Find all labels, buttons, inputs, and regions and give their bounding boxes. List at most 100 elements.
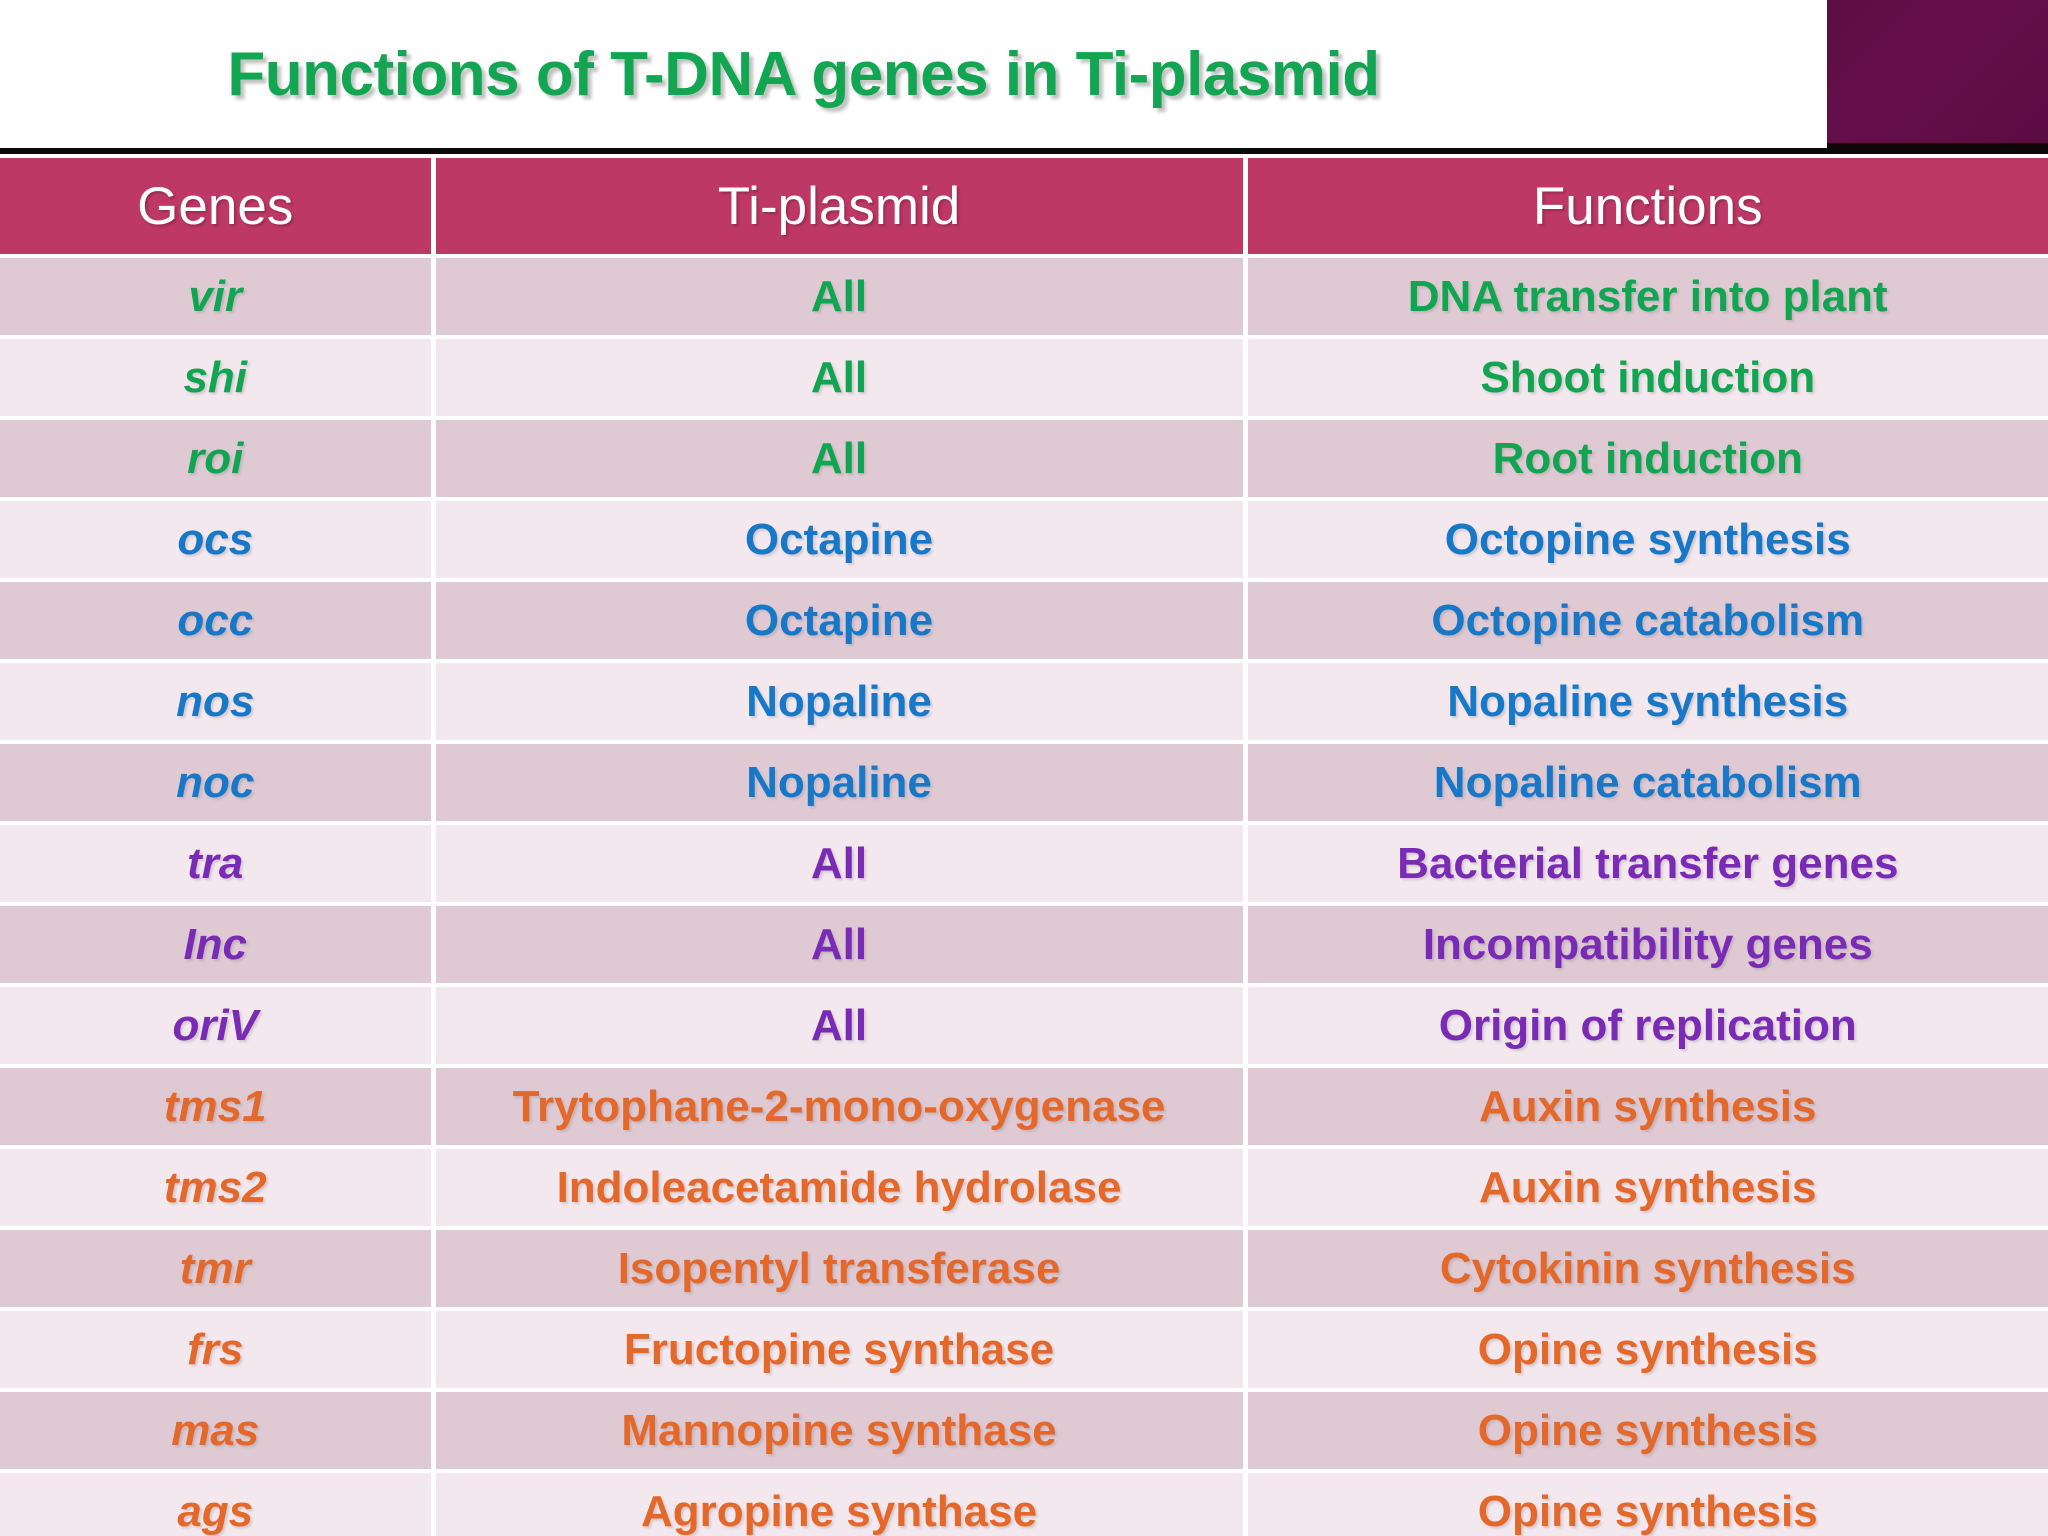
cell-plasmid: All [430, 254, 1248, 339]
table-header: Genes Ti-plasmid Functions [0, 154, 2048, 258]
cell-gene: oriV [0, 983, 436, 1068]
column-header-functions: Functions [1242, 154, 2048, 258]
cell-function-text: Shoot induction [1480, 352, 1816, 402]
cell-gene-text: roi [187, 433, 244, 483]
cell-plasmid: Agropine synthase [430, 1469, 1248, 1536]
cell-function: Octopine synthesis [1242, 497, 2048, 582]
cell-function-text: DNA transfer into plant [1407, 271, 1888, 321]
cell-plasmid-text: Octapine [744, 514, 934, 564]
cell-function: Auxin synthesis [1242, 1064, 2048, 1149]
cell-plasmid: Nopaline [430, 659, 1248, 744]
cell-gene-text: noc [176, 757, 255, 807]
cell-function: Octopine catabolism [1242, 578, 2048, 663]
cell-gene-text: tms2 [163, 1162, 267, 1212]
cell-function: Auxin synthesis [1242, 1145, 2048, 1230]
cell-gene-text: mas [171, 1405, 260, 1455]
cell-gene: noc [0, 740, 436, 825]
cell-function-text: Nopaline synthesis [1447, 676, 1849, 726]
cell-plasmid-text: All [810, 838, 868, 888]
page-title: Functions of T-DNA genes in Ti-plasmid [227, 39, 1380, 109]
cell-function: Bacterial transfer genes [1242, 821, 2048, 906]
cell-function-text: Nopaline catabolism [1433, 757, 1862, 807]
table-row: tra All Bacterial transfer genes [0, 821, 2048, 906]
cell-gene: ags [0, 1469, 436, 1536]
table-row: noc Nopaline Nopaline catabolism [0, 740, 2048, 825]
table-row: oriV All Origin of replication [0, 983, 2048, 1068]
cell-function: Cytokinin synthesis [1242, 1226, 2048, 1311]
cell-plasmid: Mannopine synthase [430, 1388, 1248, 1473]
cell-function-text: Bacterial transfer genes [1397, 838, 1899, 888]
cell-plasmid: Octapine [430, 497, 1248, 582]
cell-function-text: Auxin synthesis [1479, 1081, 1817, 1131]
cell-plasmid-text: Trytophane-2-mono-oxygenase [512, 1081, 1166, 1131]
table-row: ocs Octapine Octopine synthesis [0, 497, 2048, 582]
column-header-genes: Genes [0, 154, 436, 258]
cell-plasmid: Trytophane-2-mono-oxygenase [430, 1064, 1248, 1149]
cell-function-text: Opine synthesis [1477, 1324, 1818, 1374]
cell-gene-text: tms1 [163, 1081, 267, 1131]
cell-function-text: Incompatibility genes [1422, 919, 1873, 969]
cell-gene-text: oriV [172, 1000, 259, 1050]
cell-gene: tmr [0, 1226, 436, 1311]
cell-gene: vir [0, 254, 436, 339]
table-row: shi All Shoot induction [0, 335, 2048, 420]
cell-function: Incompatibility genes [1242, 902, 2048, 987]
cell-function-text: Origin of replication [1438, 1000, 1857, 1050]
cell-gene: roi [0, 416, 436, 501]
cell-gene: frs [0, 1307, 436, 1392]
cell-function: Root induction [1242, 416, 2048, 501]
cell-gene: occ [0, 578, 436, 663]
cell-function-text: Opine synthesis [1477, 1486, 1818, 1536]
cell-gene-text: shi [183, 352, 248, 402]
cell-function-text: Root induction [1492, 433, 1803, 483]
table-row: tms1 Trytophane-2-mono-oxygenase Auxin syn… [0, 1064, 2048, 1149]
cell-plasmid-text: All [810, 352, 868, 402]
table-row: vir All DNA transfer into plant [0, 254, 2048, 339]
cell-gene: Inc [0, 902, 436, 987]
decorative-corner-block [1827, 0, 2048, 148]
title-divider-rule [0, 148, 2048, 154]
cell-plasmid-text: Mannopine synthase [621, 1405, 1057, 1455]
cell-gene-text: vir [188, 271, 243, 321]
cell-gene-text: tmr [179, 1243, 251, 1293]
cell-gene: ocs [0, 497, 436, 582]
cell-function: Shoot induction [1242, 335, 2048, 420]
cell-function: Opine synthesis [1242, 1469, 2048, 1536]
cell-function-text: Octopine catabolism [1431, 595, 1865, 645]
cell-plasmid-text: All [810, 271, 868, 321]
cell-gene-text: ags [177, 1486, 254, 1536]
cell-plasmid-text: Nopaline [746, 757, 932, 807]
cell-plasmid: Nopaline [430, 740, 1248, 825]
cell-plasmid-text: Agropine synthase [640, 1486, 1038, 1536]
cell-gene-text: frs [187, 1324, 244, 1374]
table-row: occ Octapine Octopine catabolism [0, 578, 2048, 663]
cell-gene: tms2 [0, 1145, 436, 1230]
cell-function: Nopaline synthesis [1242, 659, 2048, 744]
cell-plasmid: Octapine [430, 578, 1248, 663]
cell-gene-text: tra [187, 838, 244, 888]
cell-plasmid-text: Fructopine synthase [623, 1324, 1055, 1374]
cell-plasmid-text: Octapine [744, 595, 934, 645]
column-header-ti-plasmid: Ti-plasmid [430, 154, 1248, 258]
cell-plasmid: All [430, 335, 1248, 420]
cell-plasmid-text: All [810, 433, 868, 483]
cell-plasmid: All [430, 416, 1248, 501]
cell-function: Origin of replication [1242, 983, 2048, 1068]
cell-plasmid-text: Nopaline [746, 676, 932, 726]
cell-function-text: Octopine synthesis [1444, 514, 1851, 564]
cell-gene: tra [0, 821, 436, 906]
table-row: frs Fructopine synthase Opine synthesis [0, 1307, 2048, 1392]
cell-gene: mas [0, 1388, 436, 1473]
cell-function: Nopaline catabolism [1242, 740, 2048, 825]
cell-function-text: Cytokinin synthesis [1439, 1243, 1856, 1293]
title-bar: Functions of T-DNA genes in Ti-plasmid [0, 0, 1827, 148]
table-header-row: Genes Ti-plasmid Functions [0, 154, 2048, 258]
cell-plasmid: All [430, 983, 1248, 1068]
